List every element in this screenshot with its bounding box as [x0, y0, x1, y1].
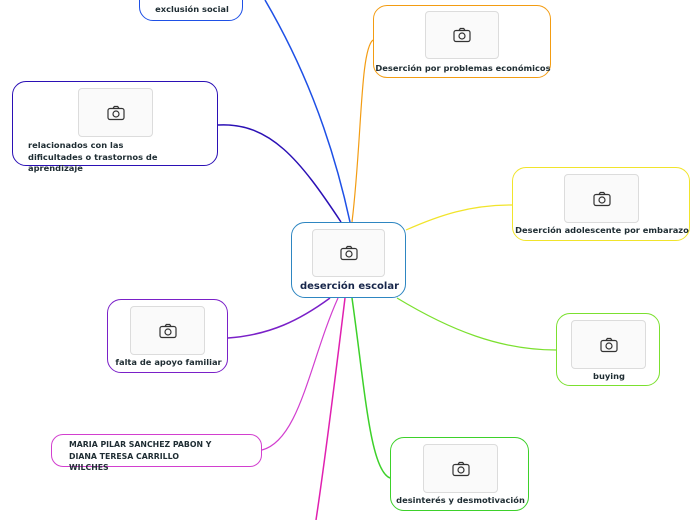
- camera-icon: [158, 323, 177, 338]
- node-label: MARIA PILAR SANCHEZ PABON Y DIANA TERESA…: [69, 440, 212, 472]
- connector-aprendizaje: [217, 124, 342, 223]
- image-placeholder: [130, 306, 205, 355]
- node-economicos[interactable]: Deserción por problemas económicos: [373, 5, 551, 78]
- central-image-placeholder: [312, 229, 385, 277]
- camera-icon: [599, 337, 618, 352]
- node-embarazo[interactable]: Deserción adolescente por embarazo: [512, 167, 690, 241]
- connector-abajo: [315, 297, 346, 520]
- camera-icon: [451, 461, 470, 476]
- camera-icon: [106, 105, 125, 120]
- image-placeholder: [564, 174, 639, 223]
- camera-icon: [453, 27, 471, 43]
- image-placeholder: [425, 11, 499, 59]
- node-aprendizaje[interactable]: relacionados con las dificultades o tras…: [12, 81, 218, 173]
- node-familiar[interactable]: falta de apoyo familiar: [107, 299, 228, 373]
- node-label: exclusión social: [155, 4, 229, 14]
- camera-icon: [592, 191, 611, 206]
- central-topic-node[interactable]: deserción escolar: [291, 222, 406, 298]
- node-label: Deserción por problemas económicos: [375, 63, 551, 73]
- node-label: relacionados con las dificultades o tras…: [28, 140, 158, 173]
- connector-embarazo: [405, 204, 513, 231]
- node-label: Deserción adolescente por embarazo: [515, 225, 689, 235]
- node-label: falta de apoyo familiar: [115, 357, 222, 367]
- node-desinteres[interactable]: desinterés y desmotivación: [390, 437, 529, 511]
- image-placeholder: [571, 320, 646, 369]
- image-placeholder: [78, 88, 153, 137]
- connector-exclusion: [264, 0, 351, 223]
- node-label: buying: [593, 371, 625, 381]
- connector-buying: [396, 297, 557, 351]
- node-label: desinterés y desmotivación: [396, 495, 525, 505]
- connector-economicos: [351, 39, 374, 223]
- camera-icon: [339, 245, 358, 261]
- connector-familiar: [227, 297, 331, 339]
- node-exclusion[interactable]: exclusión social: [139, 0, 243, 21]
- node-buying[interactable]: buying: [556, 313, 660, 386]
- node-autores[interactable]: MARIA PILAR SANCHEZ PABON Y DIANA TERESA…: [51, 434, 262, 472]
- image-placeholder: [423, 444, 498, 493]
- connector-desinteres: [351, 297, 391, 479]
- central-topic-label: deserción escolar: [299, 281, 400, 292]
- connector-autores: [261, 297, 339, 451]
